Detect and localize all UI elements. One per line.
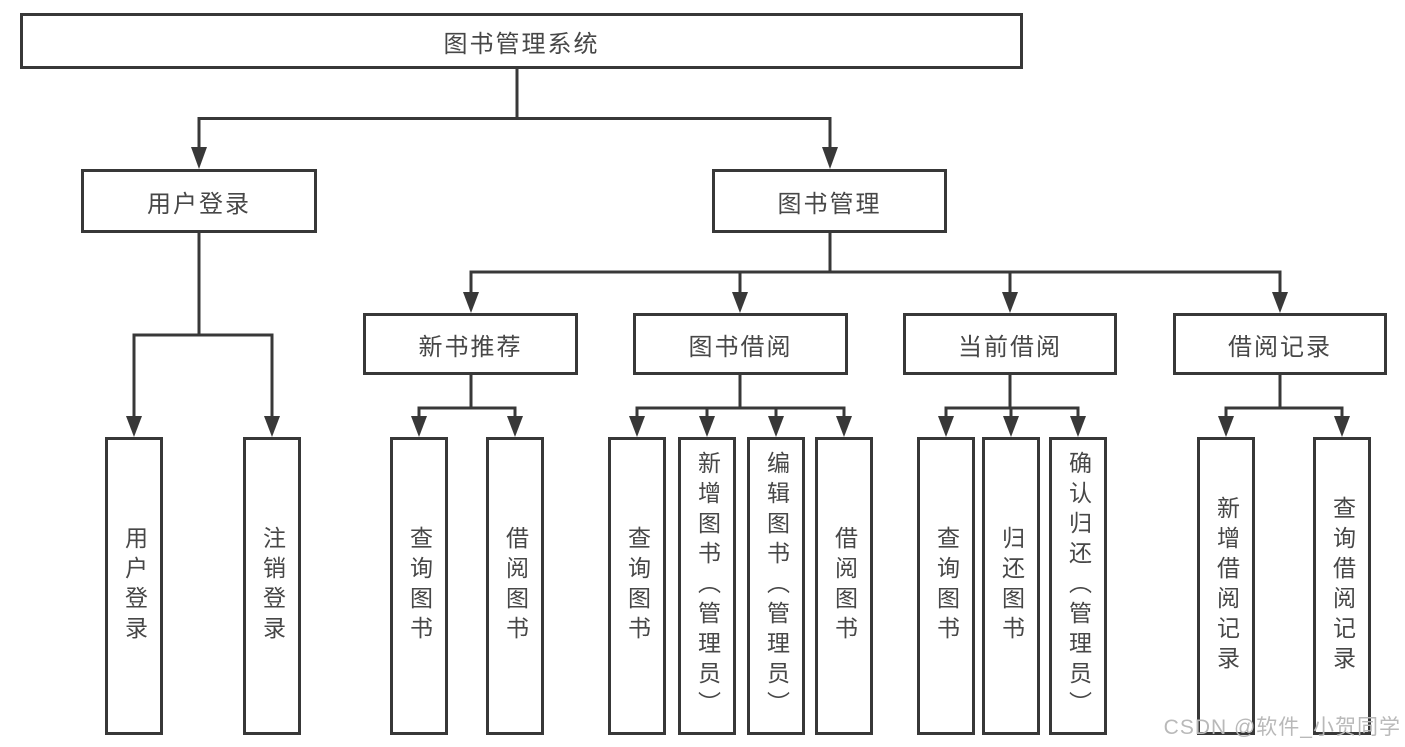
leaf-borrow-books-recommend: 借阅图书: [486, 437, 544, 735]
leaf-query-books-borrow: 查询图书: [608, 437, 666, 735]
leaf-user-login: 用户登录: [105, 437, 163, 735]
node-book-borrow-label: 图书借阅: [688, 333, 793, 361]
csdn-watermark: CSDN @软件_小贺同学: [1163, 716, 1401, 739]
leaf-label: 注销登录: [259, 526, 286, 646]
leaf-label: 查询图书: [933, 526, 960, 646]
leaf-label: 编辑图书（管理员）: [763, 451, 790, 721]
leaf-label: 查询图书: [624, 526, 651, 646]
leaf-query-borrow-record: 查询借阅记录: [1313, 437, 1371, 735]
leaf-label: 新增借阅记录: [1213, 496, 1240, 676]
leaf-borrow-books: 借阅图书: [815, 437, 873, 735]
leaf-label: 用户登录: [121, 526, 148, 646]
node-root: 图书管理系统: [20, 13, 1023, 69]
node-book-management: 图书管理: [712, 169, 947, 233]
leaf-edit-books-admin: 编辑图书（管理员）: [747, 437, 805, 735]
leaf-logout: 注销登录: [243, 437, 301, 735]
node-root-label: 图书管理系统: [443, 30, 600, 58]
leaf-label: 查询图书: [406, 526, 433, 646]
node-new-book-recommend-label: 新书推荐: [418, 333, 523, 361]
node-current-borrow: 当前借阅: [903, 313, 1117, 375]
leaf-return-books: 归还图书: [982, 437, 1040, 735]
leaf-add-books-admin: 新增图书（管理员）: [678, 437, 736, 735]
leaf-label: 查询借阅记录: [1329, 496, 1356, 676]
node-borrow-records-label: 借阅记录: [1228, 333, 1332, 361]
node-user-login: 用户登录: [81, 169, 317, 233]
node-new-book-recommend: 新书推荐: [363, 313, 578, 375]
leaf-label: 新增图书（管理员）: [694, 451, 721, 721]
leaf-label: 归还图书: [998, 526, 1025, 646]
leaf-add-borrow-record: 新增借阅记录: [1197, 437, 1255, 735]
leaf-confirm-return-admin: 确认归还（管理员）: [1049, 437, 1107, 735]
node-user-login-label: 用户登录: [147, 190, 251, 218]
leaf-label: 借阅图书: [502, 526, 529, 646]
leaf-label: 确认归还（管理员）: [1065, 451, 1092, 721]
node-current-borrow-label: 当前借阅: [958, 333, 1062, 361]
node-book-borrow: 图书借阅: [633, 313, 848, 375]
node-book-management-label: 图书管理: [777, 190, 882, 218]
leaf-query-books-current: 查询图书: [917, 437, 975, 735]
leaf-query-books-recommend: 查询图书: [390, 437, 448, 735]
leaf-label: 借阅图书: [831, 526, 858, 646]
node-borrow-records: 借阅记录: [1173, 313, 1387, 375]
